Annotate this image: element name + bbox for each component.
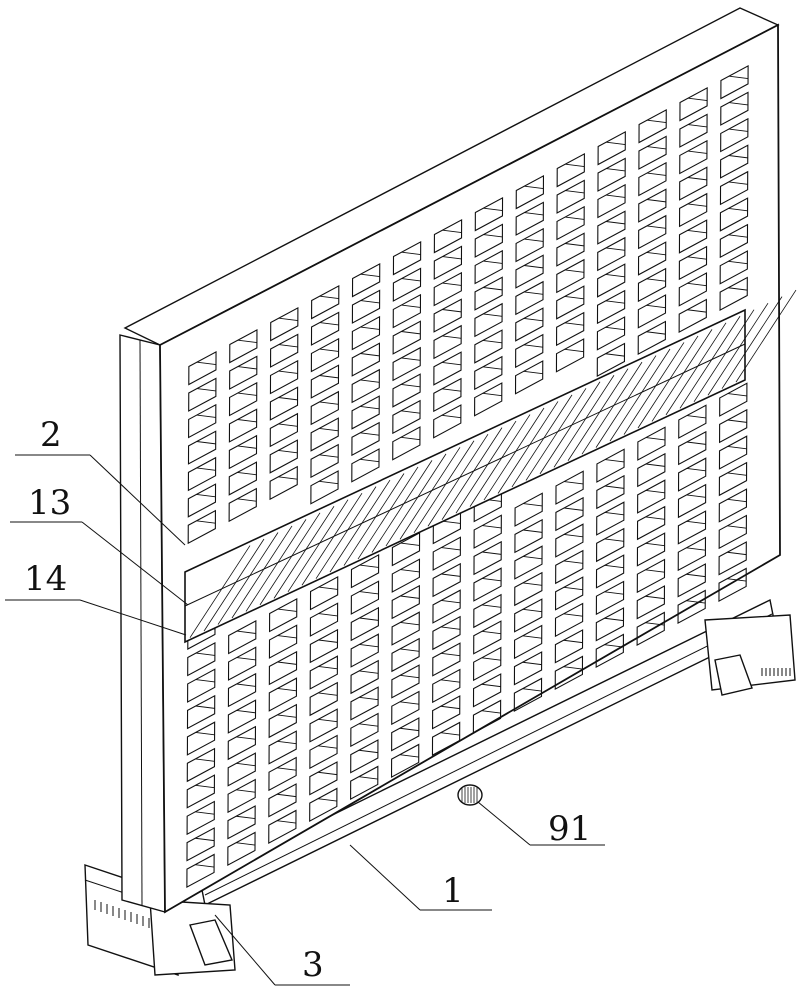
leader-1-a: [350, 845, 420, 910]
label-2: 2: [40, 418, 62, 452]
label-3: 3: [302, 948, 324, 982]
label-91: 91: [548, 812, 591, 846]
label-14: 14: [24, 562, 67, 596]
panel-side: [120, 335, 165, 912]
leader-91-a: [478, 802, 530, 845]
label-1: 1: [442, 874, 464, 908]
label-13: 13: [28, 486, 71, 520]
